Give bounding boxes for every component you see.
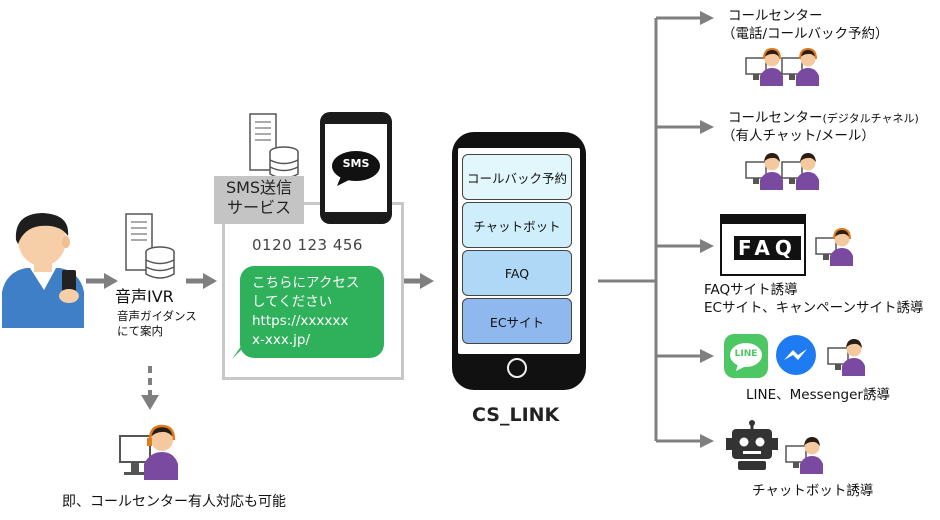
callcenter-digital-line2: （有人チャット/メール） [722,128,875,144]
operator-icon [119,424,178,480]
sms-bubble-icon [332,151,380,186]
sms-service-line1: SMS送信 [225,178,293,197]
callcenter-digital-small: (デジタルチャネル) [822,112,919,125]
sender-number: 0120 123 456 [252,236,363,254]
agent-pair-icon-1 [745,47,819,86]
ivr-server-icon [125,213,175,279]
menu-ec-site[interactable]: ECサイト [462,298,572,344]
callcenter-phone-line1: コールセンター [728,8,823,24]
sms-message-line4: x-xxx.jp/ [252,332,310,348]
agent-icon-chatbot [785,437,823,474]
sms-message-line2: してください [252,294,333,310]
faq-line2: ECサイト、キャンペーンサイト誘導 [704,300,924,316]
ivr-desc-line2: にて案内 [117,324,163,338]
menu-faq[interactable]: FAQ [462,250,572,296]
robot-icon [726,420,778,470]
menu-chatbot[interactable]: チャットボット [462,202,572,248]
chatbot-label: チャットボット誘導 [752,483,874,499]
agent-icon-faq [815,227,853,266]
sms-icon-label: SMS [342,157,370,170]
cs-link-name: CS_LINK [472,404,560,426]
ivr-desc-line1: 音声ガイダンス [117,309,197,323]
agent-pair-icon-2 [745,153,819,190]
sms-service-label: SMS送信 サービス [214,176,304,224]
sms-message-line3: https://xxxxxx [252,313,349,329]
callcenter-phone-line2: （電話/コールバック予約） [722,26,889,42]
faq-line1: FAQサイト誘導 [704,282,798,298]
agent-icon-sns [827,339,865,376]
bottom-note: 即、コールセンター有人対応も可能 [62,494,286,510]
line-app-text: LINE [734,349,758,359]
sns-label: LINE、Messenger誘導 [746,387,890,403]
sms-message-line1: こちらにアクセス [252,275,360,291]
sms-server-icon [249,113,299,179]
ivr-title: 音声IVR [115,287,174,306]
user-with-phone-icon [2,213,84,328]
sms-bubble-tail [232,345,246,359]
callcenter-digital-title: コールセンター [728,110,823,126]
home-button-icon [507,358,527,378]
messenger-icon [776,335,816,375]
line-app-icon: LINE [724,334,768,378]
faq-window-text: FAQ [734,236,801,260]
faq-window-icon: FAQ [720,214,806,276]
sms-phone: SMS [320,112,392,224]
sms-message-bubble: こちらにアクセス してください https://xxxxxx x-xxx.jp/ [240,266,384,358]
menu-callback[interactable]: コールバック予約 [462,154,572,200]
cs-link-phone: コールバック予約 チャットボット FAQ ECサイト [452,132,586,390]
sms-service-line2: サービス [226,198,291,217]
callcenter-digital-line1: コールセンター(デジタルチャネル) [728,109,919,128]
